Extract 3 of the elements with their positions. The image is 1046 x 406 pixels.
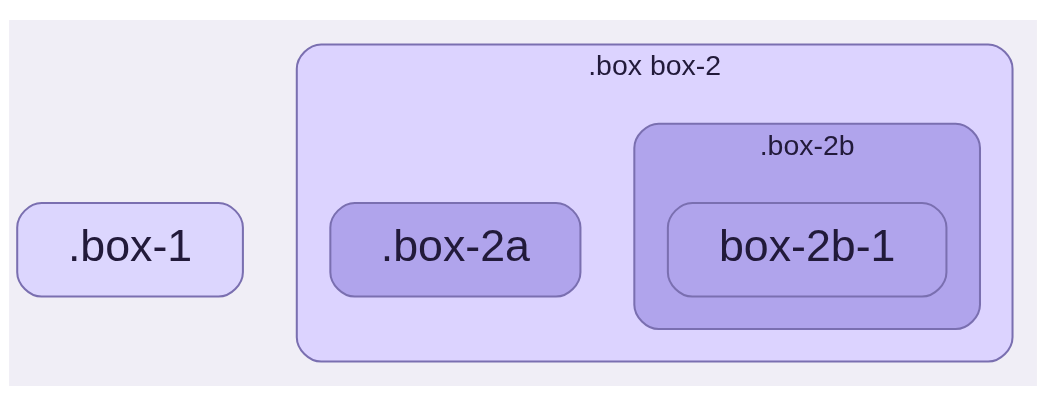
node-box: .box-2a: [329, 202, 582, 298]
node-box: box-2b-1: [666, 202, 948, 298]
node-box: .box-1: [16, 202, 244, 298]
